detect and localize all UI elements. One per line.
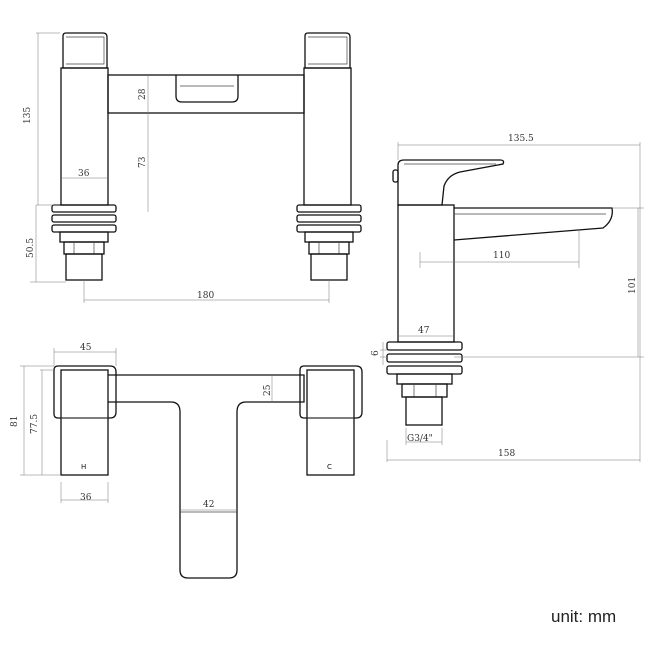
cold-marker: C [327, 463, 332, 471]
dim-top-handle-inner: 36 [80, 493, 92, 503]
dim-washer: 6 [371, 350, 381, 356]
dim-thread: G3/4" [407, 434, 433, 444]
dim-bridge-height: 28 [138, 88, 148, 100]
front-bridge [107, 74, 305, 114]
front-right-pillar [303, 32, 352, 206]
dim-top-inner: 77.5 [30, 414, 40, 434]
dim-handle-width: 36 [78, 169, 90, 179]
side-view: 135.5 110 101 47 6 G3/4" 158 [371, 134, 644, 462]
side-dimension-lines [380, 142, 644, 462]
dim-handle-to-body: 73 [138, 156, 148, 168]
unit-label: unit: mm [551, 607, 617, 626]
dim-side-total: 158 [498, 449, 515, 459]
dim-top-depth: 81 [10, 416, 20, 427]
hot-marker: H [81, 463, 86, 471]
dim-spout-width: 42 [203, 500, 214, 510]
front-view: 135 28 73 36 50.5 180 [23, 32, 362, 303]
top-right-handle [299, 365, 363, 476]
top-left-handle [53, 365, 117, 476]
dim-centres: 180 [197, 291, 214, 301]
top-view: H C 45 81 77.5 25 36 42 [10, 343, 363, 579]
dim-side-length: 135.5 [508, 134, 534, 144]
dim-side-height: 101 [628, 277, 638, 294]
front-left-base [51, 204, 117, 281]
front-left-pillar [60, 32, 109, 206]
side-base [386, 341, 463, 426]
front-right-base [296, 204, 362, 281]
dim-bridge-depth: 25 [263, 384, 273, 396]
dim-side-body: 47 [418, 326, 430, 336]
top-dimension-lines [20, 348, 273, 511]
dim-spout-reach: 110 [493, 251, 510, 261]
dim-front-height: 135 [23, 107, 33, 124]
dim-top-handle-width: 45 [80, 343, 92, 353]
top-bridge [108, 374, 305, 579]
dim-tail-height: 50.5 [26, 238, 36, 258]
front-dimension-lines [30, 32, 330, 303]
